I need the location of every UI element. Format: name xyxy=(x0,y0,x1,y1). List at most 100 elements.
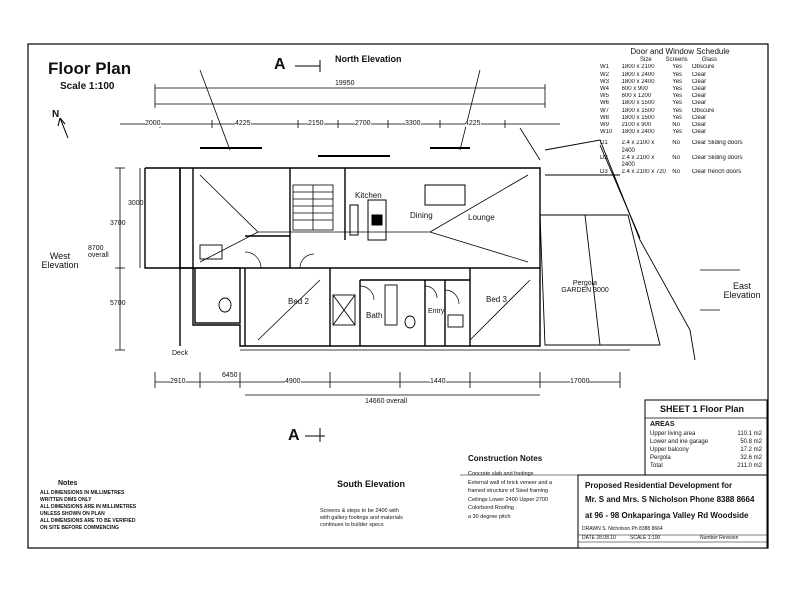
construction-note-line: Concrete slab and footings xyxy=(468,471,534,477)
project-line-2: Mr. S and Mrs. S Nicholson Phone 8388 86… xyxy=(585,495,755,504)
cell-glass: Clear xyxy=(691,78,707,85)
notes-title: Notes xyxy=(58,480,78,487)
area-name: Total xyxy=(650,463,663,469)
dim-left-3: 8700 overall xyxy=(88,245,109,259)
area-name: Upper balcony xyxy=(650,447,689,453)
area-value: 17.2 m2 xyxy=(740,447,762,453)
cell-size: 2.4 x 2100 x 2400 xyxy=(621,140,655,154)
construction-note-line: framed structure of Steel framing xyxy=(468,488,549,494)
project-line-1: Proposed Residential Development for xyxy=(585,481,733,490)
ws-header-screens: Screens xyxy=(665,57,688,64)
note-line: ALL DIMENSIONS ARE TO BE VERIFIED xyxy=(40,518,136,524)
north-arrow-icon xyxy=(57,117,69,139)
cell-size: 600 x 900 xyxy=(621,86,648,93)
construction-note-line: Ceilings Lower 2400 Upper 2700 xyxy=(468,496,549,503)
cell-glass: Clear french doors xyxy=(691,169,742,176)
room-bed3: Bed 3 xyxy=(486,295,507,304)
cell-screen: Yes xyxy=(672,78,683,85)
cell-screen: No xyxy=(672,122,680,129)
cell-id: W10 xyxy=(600,129,613,136)
room-lounge: Lounge xyxy=(468,213,495,222)
project-sheet-no: Number Revision xyxy=(700,535,739,541)
cell-size: 2100 x 900 xyxy=(621,122,652,129)
cell-id: W3 xyxy=(600,78,609,85)
south-note-line: Screens & steps to be 2400 with xyxy=(320,508,399,514)
cell-size: 1800 x 2400 xyxy=(621,129,655,136)
cell-glass: Clear xyxy=(691,129,707,136)
bathroom-fixtures xyxy=(199,244,464,329)
overall-width-dim: 19950 xyxy=(335,80,355,87)
bottom-dimension-lines xyxy=(154,349,630,396)
cell-id: D2 xyxy=(600,154,608,161)
area-name: Lower and ine garage xyxy=(650,439,709,445)
room-dining: Dining xyxy=(410,211,433,220)
area-value: 50.8 m2 xyxy=(740,439,762,445)
project-drawn: DRAWN S. Nicholson Ph 8388 8664 xyxy=(582,526,663,532)
cell-id: D3 xyxy=(600,169,608,176)
north-elevation-label: North Elevation xyxy=(335,54,402,64)
door-swings xyxy=(244,251,460,305)
window-schedule: Door and Window Schedule Size Screens Gl… xyxy=(600,47,760,176)
dim-bottom-3: 4900 xyxy=(285,378,301,385)
project-scale: SCALE 1:100 xyxy=(630,535,661,541)
ws-header-glass: Glass xyxy=(701,57,718,64)
dim-top-6: 4225 xyxy=(465,120,481,127)
cell-size: 600 x 1200 xyxy=(621,93,652,100)
cell-glass: Clear Sliding doors xyxy=(691,140,743,147)
cell-glass: Clear xyxy=(691,71,707,78)
area-name: Upper living area xyxy=(650,431,696,437)
cell-size: 2.4 x 2100 x 2400 xyxy=(621,154,655,169)
building-outline xyxy=(144,167,541,347)
door-row: D2 2.4 x 2100 x 2400 No Clear Sliding doors xyxy=(600,155,760,169)
cell-size: 1800 x 1500 xyxy=(621,100,655,107)
dim-bottom-5: 17000 xyxy=(570,378,590,385)
cell-glass: Clear xyxy=(691,114,707,121)
cell-screen: Yes xyxy=(672,107,683,114)
north-windows xyxy=(200,147,470,157)
sheet-border xyxy=(27,43,769,549)
project-line-3: at 96 - 98 Onkaparinga Valley Rd Woodsid… xyxy=(585,511,749,520)
dim-top-3: 2150 xyxy=(308,120,324,127)
cell-glass: Clear Sliding doors xyxy=(691,154,743,161)
south-elevation-label: South Elevation xyxy=(337,479,406,489)
cell-screen: No xyxy=(672,154,680,161)
cell-size: 2.4 x 2100 x 720 xyxy=(621,169,666,176)
kitchen-fixtures xyxy=(349,184,466,241)
construction-notes-title: Construction Notes xyxy=(468,454,543,463)
window-schedule-title: Door and Window Schedule xyxy=(630,47,730,56)
cell-screen: Yes xyxy=(672,71,683,78)
room-kitchen: Kitchen xyxy=(355,191,382,200)
note-line: WRITTEN DIMS ONLY xyxy=(40,497,92,503)
room-pergola: Pergola GARDEN 3000 xyxy=(561,280,609,294)
cell-screen: Yes xyxy=(672,86,683,93)
stairs xyxy=(292,184,334,231)
cell-size: 1800 x 1500 xyxy=(621,107,655,114)
area-row: Upper balcony 17.2 m2 xyxy=(650,446,762,454)
dim-bottom-2: 6450 xyxy=(222,372,238,379)
room-bath: Bath xyxy=(366,311,383,320)
pergola xyxy=(539,139,696,361)
cell-id: W5 xyxy=(600,93,609,100)
cell-screen: Yes xyxy=(672,100,683,107)
note-line: ALL DIMENSIONS IN MILLIMETRES xyxy=(40,490,125,496)
top-dimension-lines xyxy=(120,69,560,161)
cell-screen: Yes xyxy=(672,64,683,71)
cell-id: W9 xyxy=(600,122,609,129)
section-marker-bottom: A xyxy=(288,427,300,444)
left-dimension-lines xyxy=(115,167,141,351)
roof-lines xyxy=(199,174,531,341)
cell-id: W8 xyxy=(600,114,609,121)
area-value: 32.6 m2 xyxy=(740,455,762,461)
areas-label: AREAS xyxy=(650,421,675,428)
cell-size: 1800 x 2100 xyxy=(621,64,655,71)
